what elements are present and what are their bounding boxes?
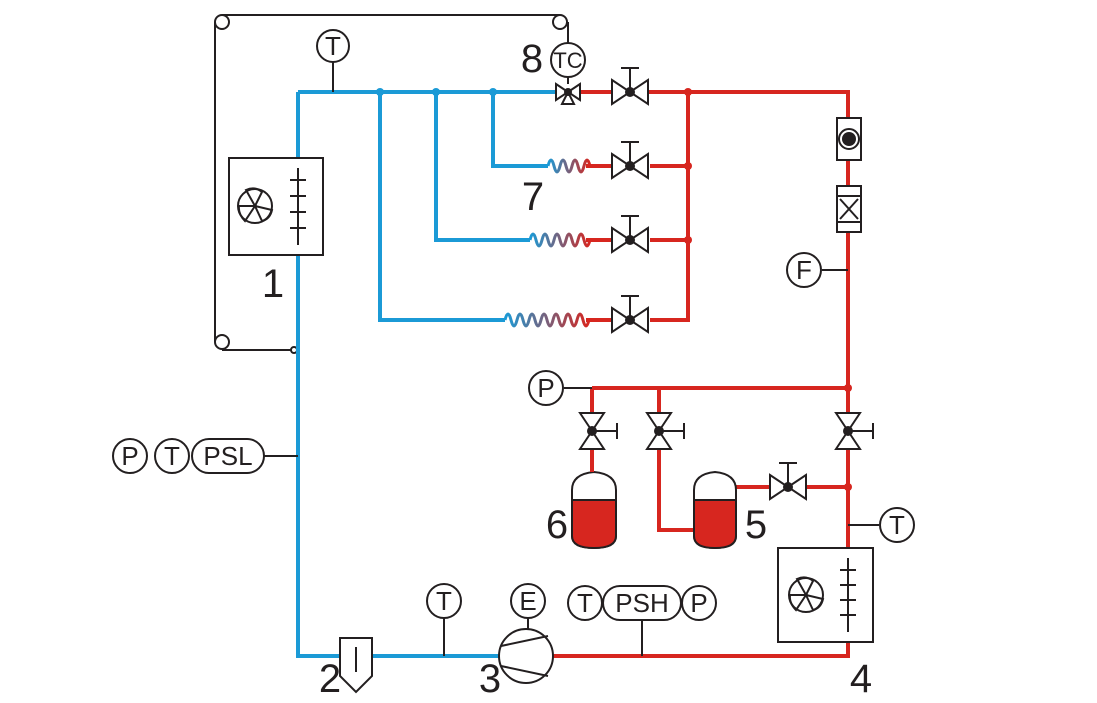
instrument-label: T (436, 586, 452, 616)
component-number-4: 4 (850, 657, 872, 701)
instrument-psh: PSH (602, 585, 682, 621)
component-number-1: 1 (262, 262, 284, 306)
loop-corner-node (552, 14, 568, 30)
valve-tank-6 (578, 412, 618, 450)
instrument-p-discharge: P (681, 585, 717, 621)
component-number-5: 5 (745, 503, 767, 547)
loop-corner-node (214, 334, 230, 350)
valve-liquid-line (834, 412, 874, 450)
sight-glass (836, 117, 862, 161)
instrument-label: T (577, 588, 593, 618)
evaporator-unit (228, 157, 324, 256)
instrument-stems (264, 62, 879, 656)
instrument-label: F (796, 255, 812, 285)
low-pressure-lines (296, 88, 556, 658)
valve-tank-5 (645, 412, 685, 450)
instrument-t-bottom: T (426, 583, 462, 619)
instrument-label: E (519, 586, 536, 616)
instrument-f: F (786, 252, 822, 288)
component-number-6: 6 (546, 503, 568, 547)
component-number-2: 2 (319, 657, 341, 701)
instrument-label: PSH (615, 588, 668, 618)
receiver-tank-6 (571, 465, 617, 550)
fan-icon (788, 576, 825, 613)
component-number-8: 8 (521, 37, 543, 81)
coil-upper (546, 158, 592, 174)
instrument-e: E (510, 583, 546, 619)
instrument-label: TC (553, 48, 582, 73)
instrument-p-suction: P (112, 438, 148, 474)
instrument-t-suction: T (154, 438, 190, 474)
expansion-valve (555, 82, 581, 105)
compressor (498, 618, 554, 684)
coil-lower (503, 312, 591, 328)
loop-corner-node (214, 14, 230, 30)
instrument-psl: PSL (191, 438, 265, 474)
component-number-3: 3 (479, 657, 501, 701)
hand-valves-horizontal (611, 67, 807, 501)
instrument-t-top: T (316, 29, 350, 63)
fan-icon (237, 187, 274, 224)
instrument-label: PSL (203, 441, 252, 471)
component-number-7: 7 (522, 175, 544, 219)
instrument-label: P (690, 588, 707, 618)
valve-top (611, 67, 649, 106)
valve-row-3 (611, 295, 649, 334)
valve-row-2 (611, 215, 649, 254)
receiver-tank-5 (693, 470, 737, 550)
instrument-label: T (325, 31, 341, 61)
instrument-label: T (889, 510, 905, 540)
coil-heat-exchangers (503, 158, 592, 328)
instrument-label: P (537, 373, 554, 403)
condenser-unit (777, 547, 874, 643)
instrument-label: T (164, 441, 180, 471)
coil-middle (528, 232, 592, 248)
instrument-t-discharge: T (567, 585, 603, 621)
instrument-label: P (121, 441, 138, 471)
suction-accumulator (339, 637, 373, 694)
valve-row-1 (611, 141, 649, 180)
instrument-p-receiver: P (528, 370, 564, 406)
instrument-t-condenser: T (879, 507, 915, 543)
valve-receiver-inlet (769, 462, 807, 501)
filter-drier (836, 185, 862, 233)
instrument-tc: TC (550, 42, 586, 78)
hand-valves-vertical (578, 412, 874, 450)
